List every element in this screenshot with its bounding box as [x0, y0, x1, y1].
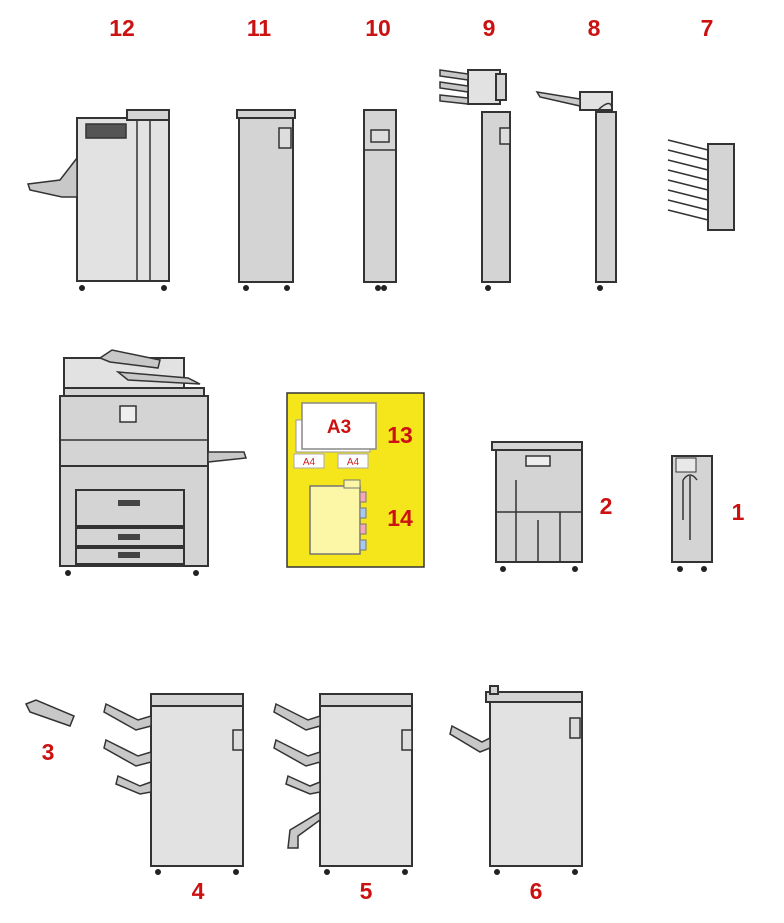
callout-8: 8 [588, 15, 601, 41]
callout-2: 2 [600, 493, 613, 519]
callout-12: 12 [109, 15, 135, 41]
a4-label-left: A4 [303, 457, 316, 468]
callout-14: 14 [387, 505, 413, 531]
saddle-stitch-finisher-icon [274, 694, 412, 875]
callout-10: 10 [365, 15, 391, 41]
tab-paper-icon [310, 480, 366, 554]
callout-7: 7 [701, 15, 714, 41]
callout-5: 5 [360, 878, 373, 904]
a3-label: A3 [327, 417, 351, 438]
exit-tray-icon [26, 700, 74, 726]
inserter-icon [537, 92, 616, 291]
callout-3: 3 [42, 739, 55, 765]
large-capacity-tray-icon [492, 442, 582, 572]
inserter-stacker-icon [440, 70, 510, 291]
folding-unit-icon [237, 110, 295, 291]
callout-9: 9 [483, 15, 496, 41]
callout-1: 1 [732, 499, 745, 525]
callout-4: 4 [192, 878, 205, 904]
a4-label-right: A4 [347, 457, 360, 468]
multifunction-copier-icon [60, 350, 246, 576]
paper-feed-unit-icon [672, 456, 712, 572]
paper-options-panel: A3 A4 A4 [287, 393, 424, 567]
finisher-icon [104, 694, 243, 875]
finisher-icon [450, 686, 582, 875]
stacker-finisher-icon [28, 110, 169, 291]
callout-13: 13 [387, 422, 413, 448]
booklet-unit-icon [364, 110, 396, 291]
callout-11: 11 [247, 15, 272, 41]
callout-6: 6 [530, 878, 543, 904]
mailbox-sorter-icon [668, 140, 734, 230]
